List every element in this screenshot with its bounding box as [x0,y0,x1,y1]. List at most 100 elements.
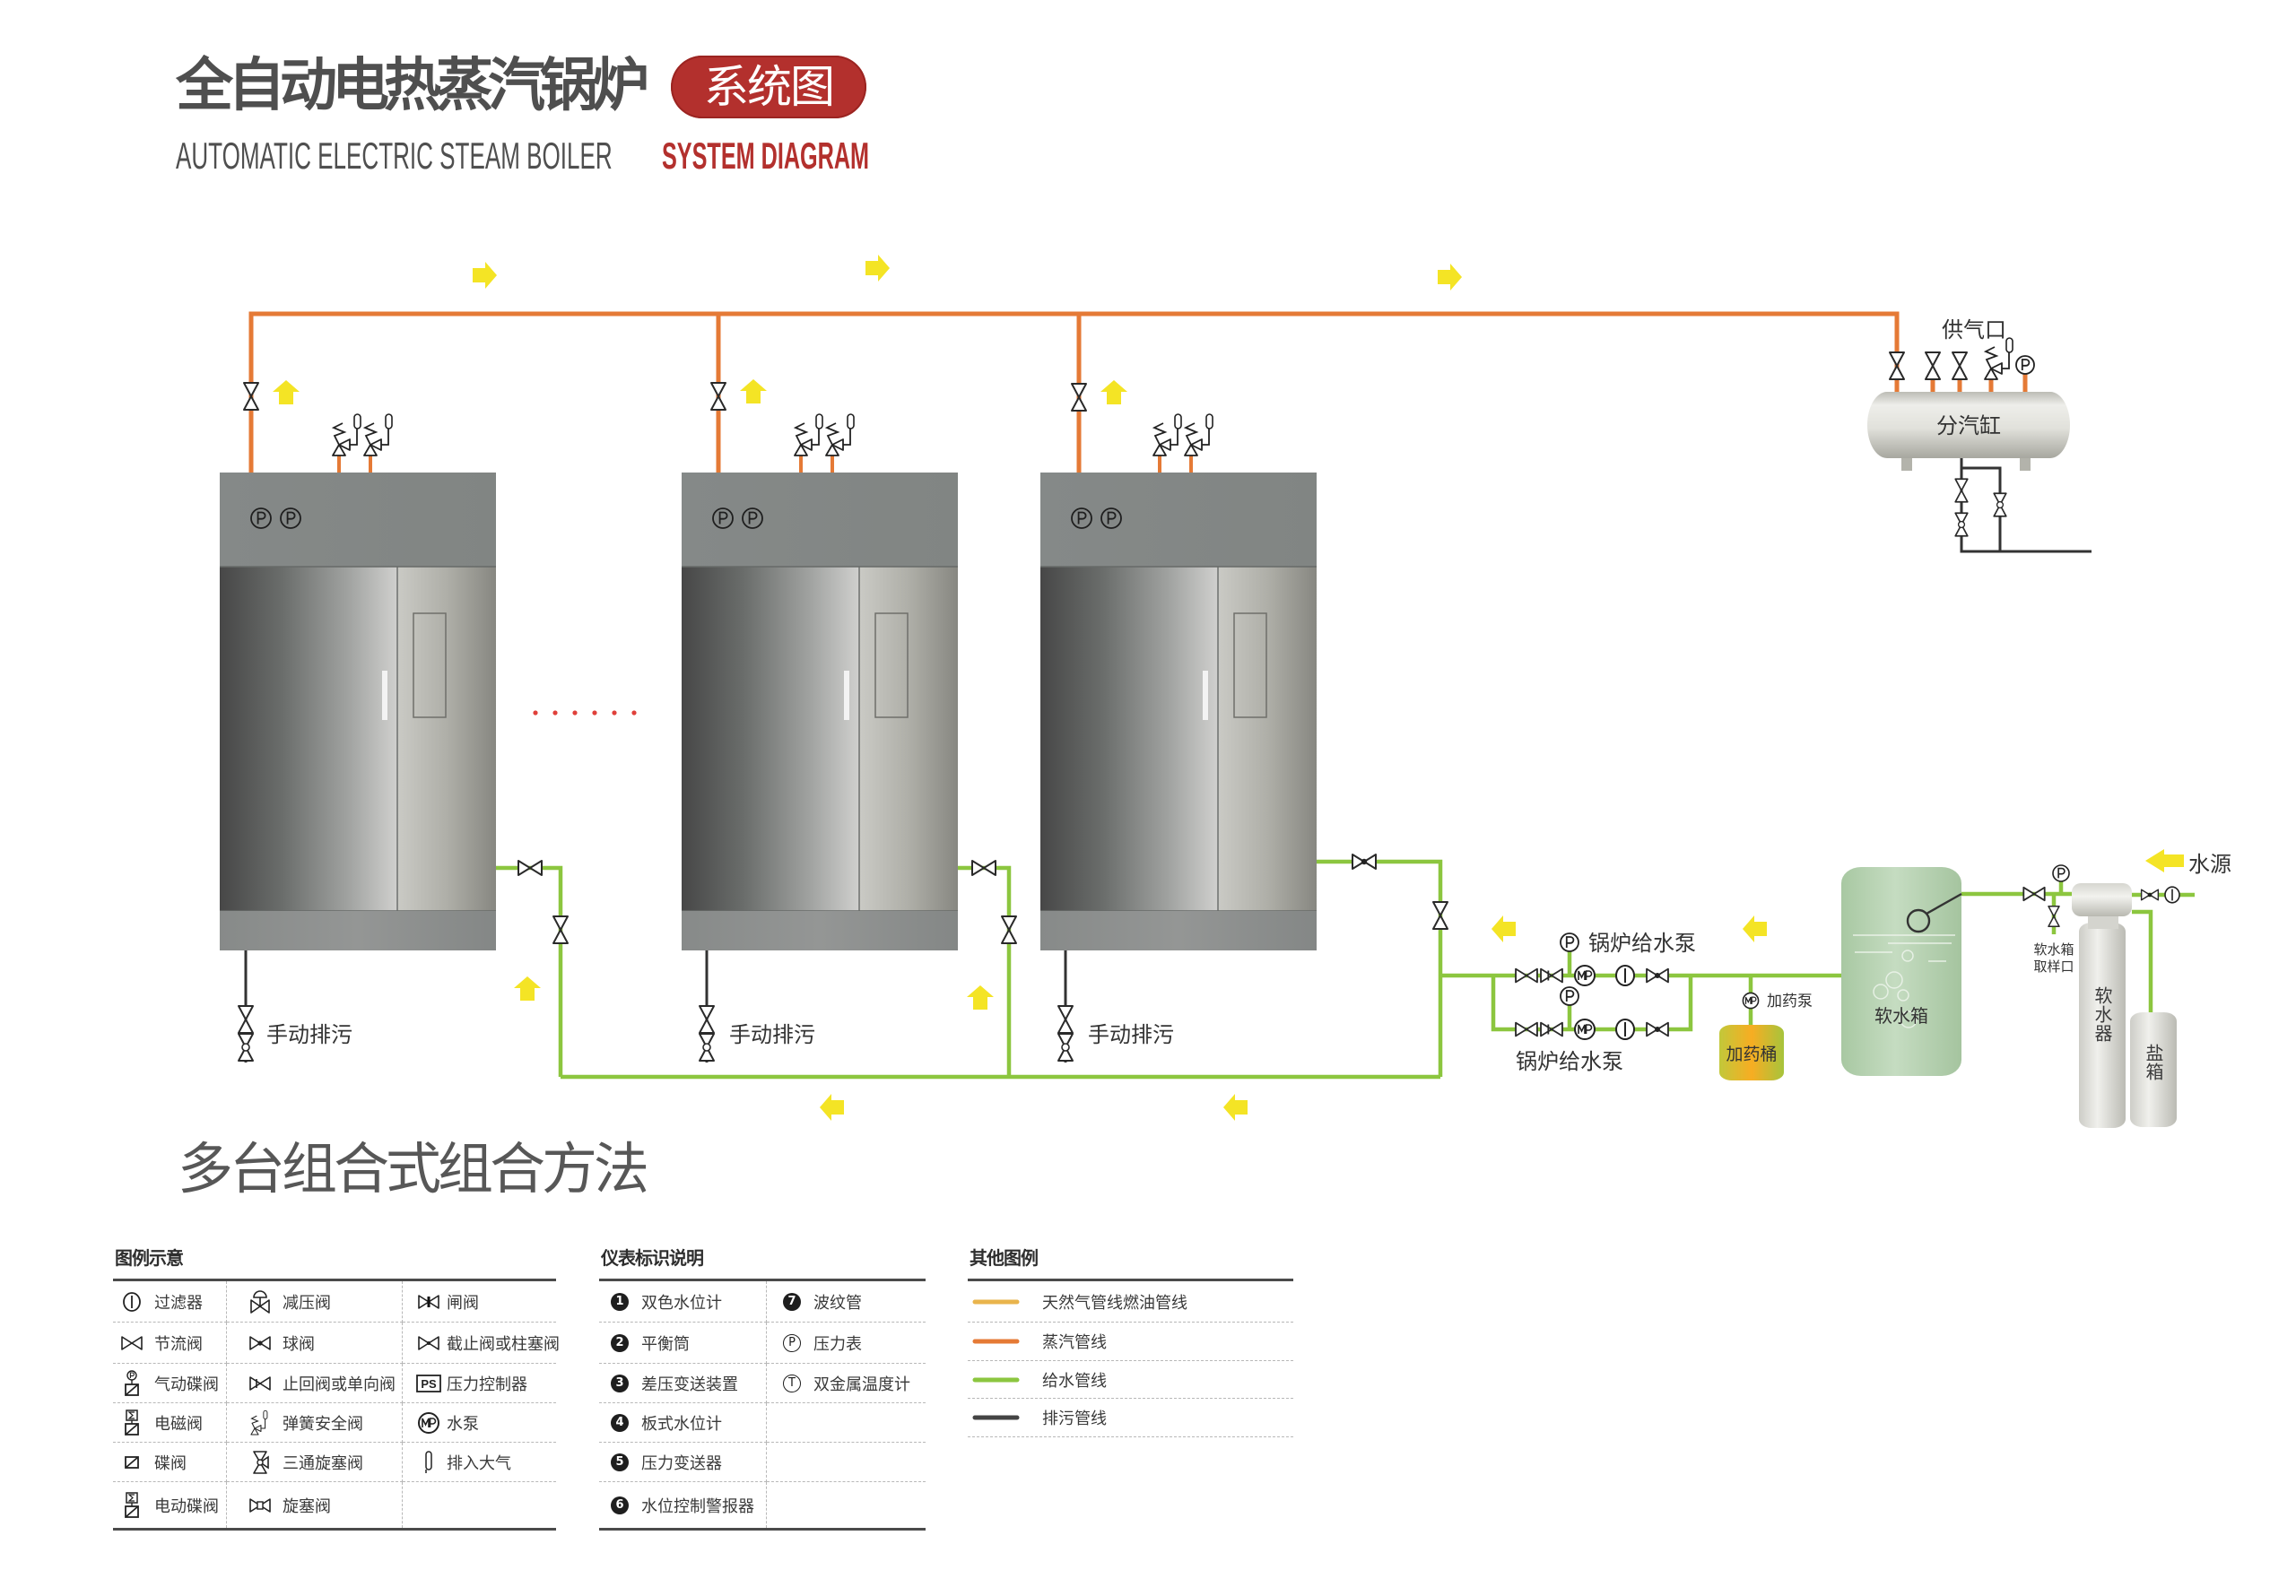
boiler-2-feed-pipe [957,865,1012,1077]
legend-item-label: 节流阀 [154,1334,203,1354]
fuel-line-swatch [972,1299,1020,1304]
softener-control-head [2072,883,2132,916]
boiler-door-left [1040,567,1218,911]
legend-lines: 其他图例 天然气管线燃油管线 蒸汽管线 给水管线 排污管线 [968,1243,1293,1437]
flow-arrow-left-icon [820,1094,844,1121]
gate-valve-icon [1515,1021,1538,1037]
ball-valve-icon [1647,969,1668,983]
float-ball [1906,908,1931,933]
legend-item-empty [767,1482,926,1528]
feed-valve-icon [517,860,543,876]
legend-item: 5 压力变送器 [599,1443,767,1482]
dosing-tank [1719,1025,1784,1080]
water-pump-icon [415,1410,442,1436]
bubble [1885,971,1903,989]
feed-water-line-swatch [972,1377,1020,1382]
legend-item: 2 平衡筒 [599,1323,767,1364]
check-valve-icon [1541,969,1562,983]
dosing-tank-label: 加药桶 [1726,1045,1777,1064]
drain-globe-valve-icon [700,1034,714,1061]
pneumatic-butterfly-valve-icon [125,1369,139,1396]
legend-item-label: 压力变送器 [641,1453,722,1473]
section-title: 多台组合式组合方法 [178,1136,649,1201]
ellipsis-dot [533,710,538,716]
drain-valve-icon [1057,1005,1074,1034]
legend-title: 图例示意 [115,1247,184,1269]
supply-valve-icon [1952,351,1968,380]
legend-title: 仪表标识说明 [601,1247,704,1269]
legend-title: 其他图例 [970,1247,1039,1269]
valve-icon [2022,886,2046,902]
header-drain-bypass [1961,466,2002,551]
filter-icon [1615,1019,1635,1040]
legend-item-label: 气动碟阀 [154,1375,219,1394]
instrument-number-icon: 5 [611,1453,629,1471]
drain-label: 手动排污 [1088,1022,1174,1047]
legend-item: 电动碟阀 [113,1482,227,1528]
safety-valve-icon [1152,413,1182,456]
feed-valve-icon [1432,901,1448,930]
flow-arrow-up-icon [740,379,767,403]
ball-valve-icon [247,1330,274,1357]
dosing-pump-icon [1742,992,1760,1010]
legend-item-empty [403,1482,556,1528]
safety-valve-stems [1158,455,1193,473]
sampling-port-label: 取样口 [2033,958,2074,975]
steam-header-foot [2020,457,2031,471]
sampling-valve-icon [2048,906,2060,927]
legend-item: 截止阀或柱塞阀 [403,1323,560,1364]
vent-to-atmosphere-icon [425,1450,432,1474]
steam-valve-icon [243,382,259,411]
safety-valve-icon [1984,337,2013,380]
legend-item: 减压阀 [227,1281,403,1323]
legend-item-label: 闸阀 [447,1293,479,1313]
legend-item-label: 平衡筒 [641,1334,690,1354]
ellipsis-dot [592,710,597,716]
instrument-number-icon: 7 [783,1292,801,1311]
door-handle [1203,671,1208,720]
water-source-arrow-icon [2145,849,2184,872]
steam-header: 分汽缸 供气口 [1867,317,2070,536]
header-branch [1930,374,2028,392]
legend-item: 水泵 [403,1403,556,1443]
legend-lines-table: 天然气管线燃油管线 蒸汽管线 给水管线 排污管线 [968,1279,1293,1437]
header-drain-pipes [1960,458,2092,553]
drain-line-swatch [972,1415,1020,1420]
legend-item-label: 截止阀或柱塞阀 [447,1334,560,1354]
boiler-1-feed-pipe [496,865,563,1077]
legend-item-label: 止回阀或单向阀 [283,1375,396,1394]
supply-outlet-label: 供气口 [1942,317,2006,343]
instrument-number-icon: 6 [611,1496,629,1514]
safety-valve-icon [332,413,361,456]
flow-arrow-up-icon [967,985,994,1010]
brine-line [2132,909,2153,1012]
legend-item-label: 蒸汽管线 [1042,1333,1107,1352]
soft-water-tank-body [1841,867,1961,1076]
boiler-door-right [397,567,496,911]
steam-valve-icon [710,382,726,411]
drain-valve-icon [238,1005,254,1034]
instrument-number-icon: 2 [611,1333,629,1352]
instrument-number-icon: 1 [611,1292,629,1311]
globe-valve-icon [415,1330,442,1357]
throttle-valve-icon [118,1330,145,1357]
filter-icon [1615,965,1635,986]
flow-arrow-left-icon [1492,915,1516,942]
legend-item-label: 差压变送装置 [641,1375,738,1394]
page-title: 全自动电热蒸汽锅炉 [176,53,649,119]
boiler-3-feed-pipe [1316,859,1443,1077]
soft-water-tank: 软水箱 [1841,867,1962,1076]
pressure-gauge-icon: P [783,1333,801,1352]
boiler-2: 手动排污 [682,413,958,1063]
legend-item-label: 排入大气 [447,1453,511,1473]
boiler-base [682,911,958,950]
boiler-1: 手动排污 [220,413,496,1063]
safety-valve-icon [825,413,855,456]
header-inlet-valve-icon [1889,351,1905,380]
legend-item: 蒸汽管线 [968,1323,1293,1361]
sampling-port-label: 软水箱 [2033,941,2074,958]
feed-valve-icon [1001,915,1017,944]
legend-item-label: 旋塞阀 [283,1496,331,1516]
feed-pump-label: 锅炉给水泵 [1516,1049,1623,1074]
